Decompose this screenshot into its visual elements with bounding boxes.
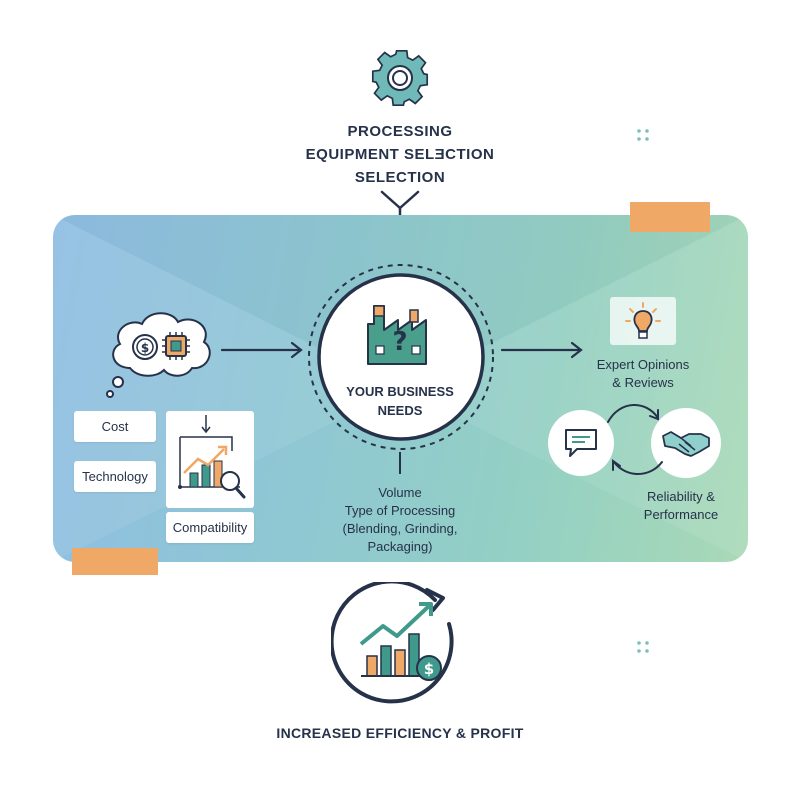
svg-text:$: $ — [424, 660, 434, 678]
reliability-label: Reliability & Performance — [620, 488, 742, 524]
title-line-2: EQUIPMENT SELƎCTION — [305, 146, 495, 163]
accent-block — [72, 548, 158, 575]
title-line-3: SELECTION — [354, 169, 446, 186]
factor-technology: Technology — [74, 461, 156, 492]
factor-compatibility: Compatibility — [166, 512, 254, 543]
arrow-right — [220, 340, 306, 360]
svg-text:?: ? — [392, 327, 407, 357]
processing-examples-1: (Blending, Grinding, — [342, 521, 458, 536]
handshake-icon — [651, 408, 721, 478]
dollar-coin-icon: $ — [132, 334, 158, 360]
reliability-line-1: Reliability & — [647, 489, 715, 504]
factor-cost-label: Cost — [101, 419, 129, 434]
reliability-line-2: Performance — [643, 507, 719, 522]
title-line-1: PROCESSING — [347, 123, 453, 140]
gear-icon — [368, 46, 432, 110]
center-label-line-2: NEEDS — [377, 403, 423, 418]
chart-magnifier-card — [166, 411, 254, 508]
decorative-dots — [636, 640, 650, 654]
cycle-arrows — [596, 400, 676, 480]
factor-cost: Cost — [74, 411, 156, 442]
processing-volume: Volume — [378, 485, 422, 500]
center-label: YOUR BUSINESS NEEDS — [330, 382, 470, 420]
connector-line — [399, 452, 401, 474]
chip-icon — [162, 332, 190, 360]
processing-details: Volume Type of Processing (Blending, Gri… — [310, 484, 490, 556]
thought-bubble-icon: $ — [100, 300, 220, 400]
factor-technology-label: Technology — [82, 469, 148, 484]
lightbulb-icon — [610, 297, 676, 345]
chart-magnifier-icon — [178, 415, 246, 499]
expert-line-2: & Reviews — [612, 375, 674, 390]
outcome-label: INCREASED EFFICIENCY & PROFIT — [276, 725, 524, 741]
expert-line-1: Expert Opinions — [596, 357, 690, 372]
factory-question-icon: ? — [362, 300, 438, 368]
factor-compatibility-label: Compatibility — [172, 520, 248, 535]
growth-chart-dollar-icon: $ — [331, 582, 471, 706]
chat-bubble-icon — [548, 410, 614, 476]
arrow-right — [500, 340, 586, 360]
expert-opinions-label: Expert Opinions & Reviews — [578, 356, 708, 392]
center-label-line-1: YOUR BUSINESS — [346, 384, 454, 399]
svg-text:$: $ — [141, 341, 149, 355]
accent-block — [630, 202, 710, 232]
decorative-dots — [636, 128, 650, 142]
processing-type: Type of Processing — [344, 503, 456, 518]
processing-examples-2: Packaging) — [367, 539, 433, 554]
page-title: PROCESSING EQUIPMENT SELƎCTION SELECTION — [250, 120, 550, 189]
